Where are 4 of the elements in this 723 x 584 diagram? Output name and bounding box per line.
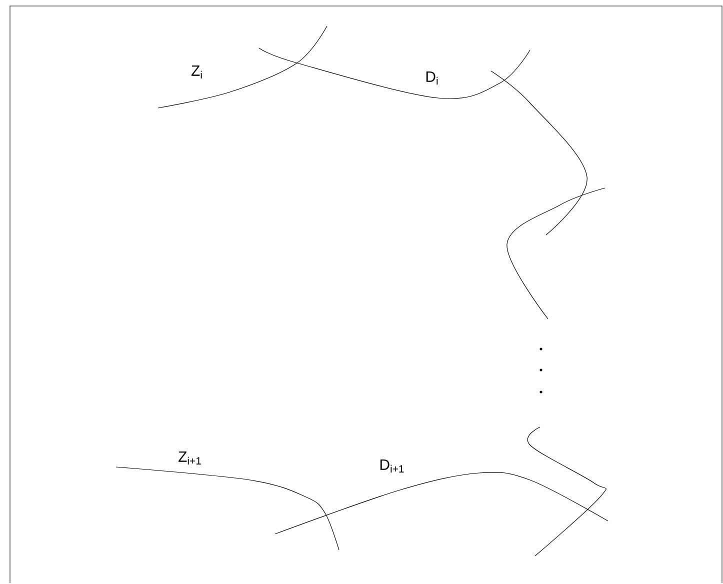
math-label: Z$_{i}$ — [192, 66, 202, 78]
math-label: Z$_{i+1}$ — [178, 452, 201, 464]
math-label: D$_{i}$ — [426, 72, 438, 84]
math-label: D$_{i+1}$ — [380, 460, 404, 472]
